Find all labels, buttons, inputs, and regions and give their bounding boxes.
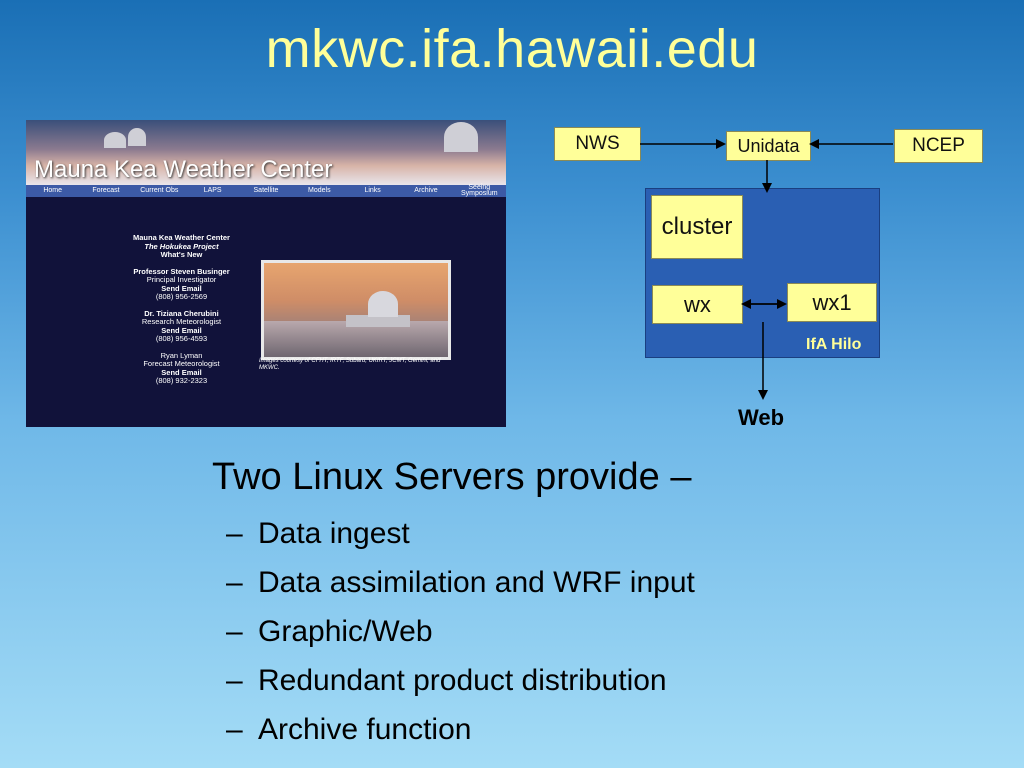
bullet-item: –Archive function [226, 713, 472, 746]
org-name: Mauna Kea Weather Center [133, 233, 230, 242]
bullet-list: –Data ingest –Data assimilation and WRF … [226, 514, 695, 759]
project-link[interactable]: The Hokukea Project [144, 241, 219, 251]
cluster-box: cluster [651, 195, 743, 259]
person-phone: (808) 932-2323 [155, 376, 208, 385]
contact-info: Mauna Kea Weather Center The Hokukea Pro… [94, 233, 269, 386]
ncep-box: NCEP [894, 129, 983, 163]
telescope-photo [261, 260, 451, 360]
website-screenshot: Mauna Kea Weather Center Home Forecast C… [26, 120, 506, 427]
person-role: Research Meteorologist [141, 317, 222, 326]
observatory-dome-icon [444, 122, 478, 152]
send-email-link[interactable]: Send Email [161, 325, 202, 335]
site-nav-bar: Home Forecast Current Obs LAPS Satellite… [26, 184, 506, 197]
nws-box: NWS [554, 127, 641, 161]
observatory-dome-icon [128, 128, 146, 146]
nav-link-satellite[interactable]: Satellite [253, 187, 279, 194]
ifa-hilo-label: IfA Hilo [806, 336, 862, 353]
person-phone: (808) 956-4593 [155, 334, 208, 343]
person-name: Dr. Tiziana Cherubini [144, 308, 219, 318]
observatory-dome-icon [104, 132, 126, 148]
send-email-link[interactable]: Send Email [161, 283, 202, 293]
wx1-box: wx1 [787, 283, 877, 322]
slide-title: mkwc.ifa.hawaii.edu [265, 19, 759, 79]
bullet-item: –Data ingest [226, 517, 410, 550]
telescope-base [346, 315, 410, 327]
nav-link-seeing-symposium[interactable]: Seeing Symposium [461, 184, 498, 197]
bullet-item: –Data assimilation and WRF input [226, 566, 695, 599]
web-label: Web [738, 405, 785, 430]
person-role: Principal Investigator [146, 275, 217, 284]
nav-link-archive[interactable]: Archive [414, 187, 438, 194]
nav-link-laps[interactable]: LAPS [203, 187, 222, 194]
person-phone: (808) 956-2569 [155, 292, 208, 301]
person-name: Ryan Lyman [160, 350, 203, 360]
send-email-link[interactable]: Send Email [161, 367, 202, 377]
person-role: Forecast Meteorologist [143, 359, 220, 368]
nav-link-current-obs[interactable]: Current Obs [140, 187, 179, 194]
telescope-dome-icon [368, 291, 398, 317]
nav-link-forecast[interactable]: Forecast [92, 187, 120, 194]
bullets-heading: Two Linux Servers provide – [212, 456, 692, 498]
whats-new-link[interactable]: What's New [160, 250, 203, 259]
site-banner-image [26, 120, 506, 185]
nav-link-links[interactable]: Links [364, 187, 381, 194]
nav-link-home[interactable]: Home [43, 187, 62, 194]
image-credit: Images courtesy of CFHT, IRTF, Subaru, U… [259, 358, 441, 371]
site-title: Mauna Kea Weather Center [34, 156, 333, 183]
nav-link-models[interactable]: Models [308, 187, 331, 194]
unidata-box: Unidata [726, 131, 811, 161]
person-name: Professor Steven Businger [133, 266, 230, 276]
bullet-item: –Graphic/Web [226, 615, 433, 648]
bullet-item: –Redundant product distribution [226, 664, 667, 697]
